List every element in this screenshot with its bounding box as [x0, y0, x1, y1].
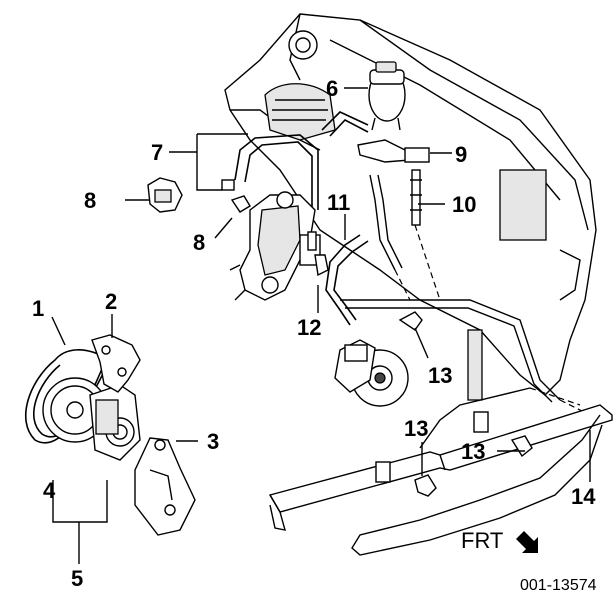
front-direction-indicator: FRT — [461, 528, 538, 553]
pump-belt-assembly — [25, 349, 141, 461]
callout-3: 1 — [32, 296, 44, 321]
callout-13-lower-left: 13 — [404, 416, 428, 441]
frt-label: FRT — [461, 528, 503, 553]
callout-13-center: 13 — [428, 363, 452, 388]
front-arrow-icon — [516, 531, 538, 553]
callout-8-right: 10 — [452, 192, 476, 217]
callout-11: 14 — [571, 484, 596, 509]
callout-14: 11 — [327, 190, 350, 215]
fittings — [221, 179, 251, 213]
callouts: 1 2 3 4 5 6 7 8 8 9 10 11 12 13 13 13 14 — [32, 76, 596, 591]
clip-parts — [398, 311, 533, 497]
bracket-5 — [91, 334, 141, 393]
callout-6: 6 — [326, 76, 338, 101]
bracket-4 — [134, 437, 196, 536]
callout-7: 9 — [455, 142, 467, 167]
callout-13-lower-right: 13 — [461, 439, 485, 464]
callout-12: 12 — [297, 315, 321, 340]
steering-gear — [229, 191, 329, 301]
callout-5: 2 — [105, 289, 117, 314]
callout-4: 3 — [207, 429, 219, 454]
frame-rail — [268, 387, 613, 556]
hoses — [234, 111, 601, 421]
fender-structure — [224, 13, 597, 396]
callout-9: 7 — [151, 140, 163, 165]
callout-1: 5 — [71, 566, 83, 591]
callout-10: 8 — [84, 188, 96, 213]
leader-lines — [51, 87, 591, 564]
reservoir — [368, 61, 406, 131]
figure-number: 001-13574 — [520, 577, 597, 594]
connector-10 — [147, 177, 183, 213]
pump-center — [334, 329, 483, 407]
callout-2: 4 — [43, 478, 56, 503]
callout-8-left: 8 — [193, 230, 205, 255]
